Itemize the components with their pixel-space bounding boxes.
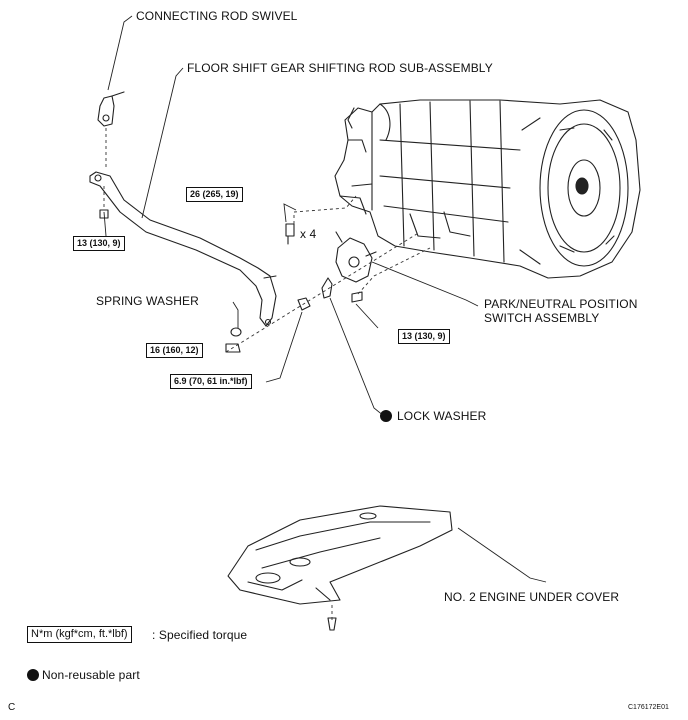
shifting-rod-drawing [89, 171, 277, 327]
connecting-rod-swivel-drawing [97, 91, 125, 127]
nut-69-drawing [297, 297, 311, 311]
spring-washer-drawing [225, 327, 242, 353]
figure-code: C176172E01 [628, 704, 669, 711]
engine-under-cover-drawing [227, 505, 453, 605]
label-floor-shift-rod: FLOOR SHIFT GEAR SHIFTING ROD SUB-ASSEMB… [187, 61, 493, 75]
legend-dot-icon [27, 669, 39, 681]
lock-washer-drawing [321, 277, 333, 299]
label-lock-washer: LOCK WASHER [397, 409, 487, 423]
label-park-neutral-line2: SWITCH ASSEMBLY [484, 311, 600, 325]
nonreusable-dot-icon [380, 410, 392, 422]
label-connecting-rod-swivel: CONNECTING ROD SWIVEL [136, 9, 298, 23]
torque-16: 16 (160, 12) [146, 343, 203, 358]
label-spring-washer: SPRING WASHER [96, 294, 199, 308]
torque-13-right: 13 (130, 9) [398, 329, 450, 344]
legend-torque-box: N*m (kgf*cm, ft.*lbf) [27, 626, 132, 643]
label-park-neutral-line1: PARK/NEUTRAL POSITION [484, 297, 638, 311]
park-neutral-switch-drawing [335, 231, 377, 283]
label-engine-under-cover: NO. 2 ENGINE UNDER COVER [444, 590, 620, 604]
legend-nonreusable-text: Non-reusable part [42, 668, 140, 682]
bolt-13-right-drawing [351, 291, 363, 303]
rod-nut-drawing [99, 209, 109, 219]
torque-69: 6.9 (70, 61 in.*lbf) [170, 374, 252, 389]
legend-torque-desc: : Specified torque [152, 628, 248, 642]
transmission-drawing [334, 99, 641, 279]
assembly-lines [103, 128, 431, 620]
bolt-26-drawing [285, 223, 295, 245]
torque-13-left: 13 (130, 9) [73, 236, 125, 251]
torque-26: 26 (265, 19) [186, 187, 243, 202]
legend-nonreusable: Non-reusable part [27, 668, 140, 682]
corner-letter: C [8, 702, 16, 713]
under-cover-bolt-drawing [327, 617, 337, 631]
label-bolt-count: x 4 [300, 227, 317, 241]
